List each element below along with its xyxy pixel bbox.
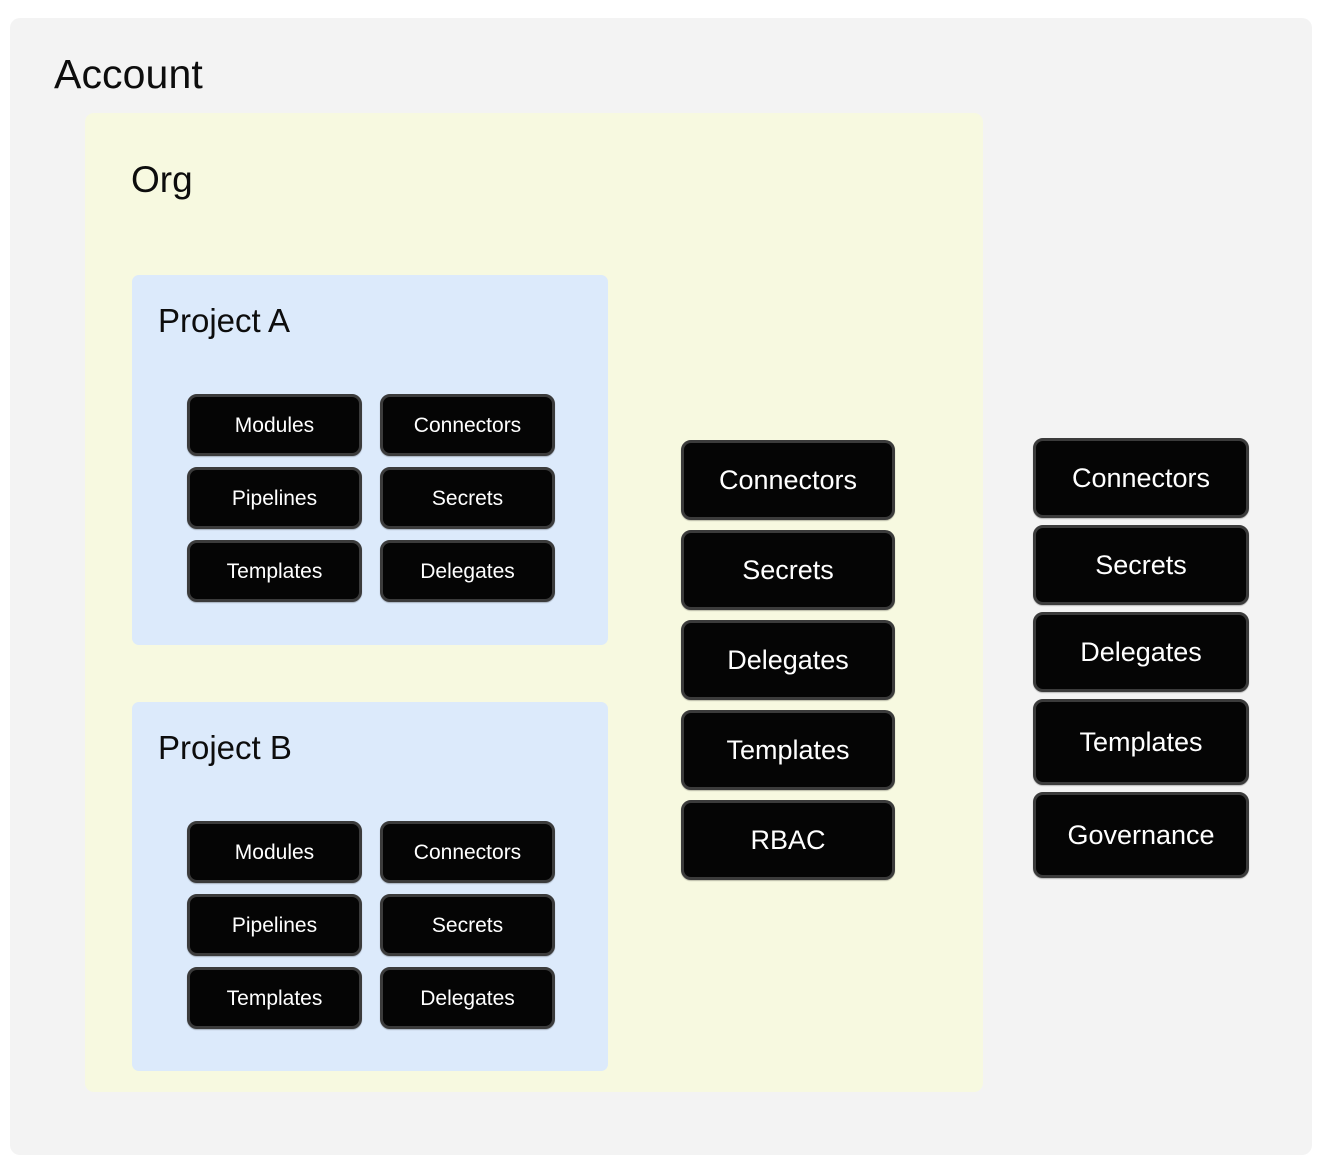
project-a-resource-templates[interactable]: Templates: [187, 540, 362, 602]
project-a-label: Project A: [158, 302, 291, 339]
project-b-resource-modules[interactable]: Modules: [187, 821, 362, 883]
project-a-panel: Project A Modules Connectors Pipelines S…: [132, 275, 608, 645]
project-b-label: Project B: [158, 729, 292, 766]
project-a-resource-delegates[interactable]: Delegates: [380, 540, 555, 602]
project-b-resource-templates[interactable]: Templates: [187, 967, 362, 1029]
account-resource-connectors[interactable]: Connectors: [1033, 438, 1249, 518]
account-resource-secrets[interactable]: Secrets: [1033, 525, 1249, 605]
org-resource-column: Connectors Secrets Delegates Templates R…: [681, 440, 895, 890]
project-b-resource-grid: Modules Connectors Pipelines Secrets Tem…: [187, 821, 587, 1041]
account-resource-governance[interactable]: Governance: [1033, 792, 1249, 878]
account-resource-column: Connectors Secrets Delegates Templates G…: [1033, 438, 1249, 885]
project-b-resource-secrets[interactable]: Secrets: [380, 894, 555, 956]
account-scope-panel: Account Org Project A Modules Connectors…: [10, 18, 1312, 1155]
account-resource-delegates[interactable]: Delegates: [1033, 612, 1249, 692]
org-resource-rbac[interactable]: RBAC: [681, 800, 895, 880]
org-resource-templates[interactable]: Templates: [681, 710, 895, 790]
account-scope-label: Account: [54, 51, 203, 97]
project-b-resource-delegates[interactable]: Delegates: [380, 967, 555, 1029]
org-resource-delegates[interactable]: Delegates: [681, 620, 895, 700]
project-a-resource-pipelines[interactable]: Pipelines: [187, 467, 362, 529]
org-resource-secrets[interactable]: Secrets: [681, 530, 895, 610]
project-b-panel: Project B Modules Connectors Pipelines S…: [132, 702, 608, 1071]
account-resource-templates[interactable]: Templates: [1033, 699, 1249, 785]
project-a-resource-modules[interactable]: Modules: [187, 394, 362, 456]
project-a-resource-secrets[interactable]: Secrets: [380, 467, 555, 529]
project-a-resource-connectors[interactable]: Connectors: [380, 394, 555, 456]
org-scope-label: Org: [131, 159, 193, 200]
project-b-resource-pipelines[interactable]: Pipelines: [187, 894, 362, 956]
project-a-resource-grid: Modules Connectors Pipelines Secrets Tem…: [187, 394, 587, 614]
org-resource-connectors[interactable]: Connectors: [681, 440, 895, 520]
project-b-resource-connectors[interactable]: Connectors: [380, 821, 555, 883]
